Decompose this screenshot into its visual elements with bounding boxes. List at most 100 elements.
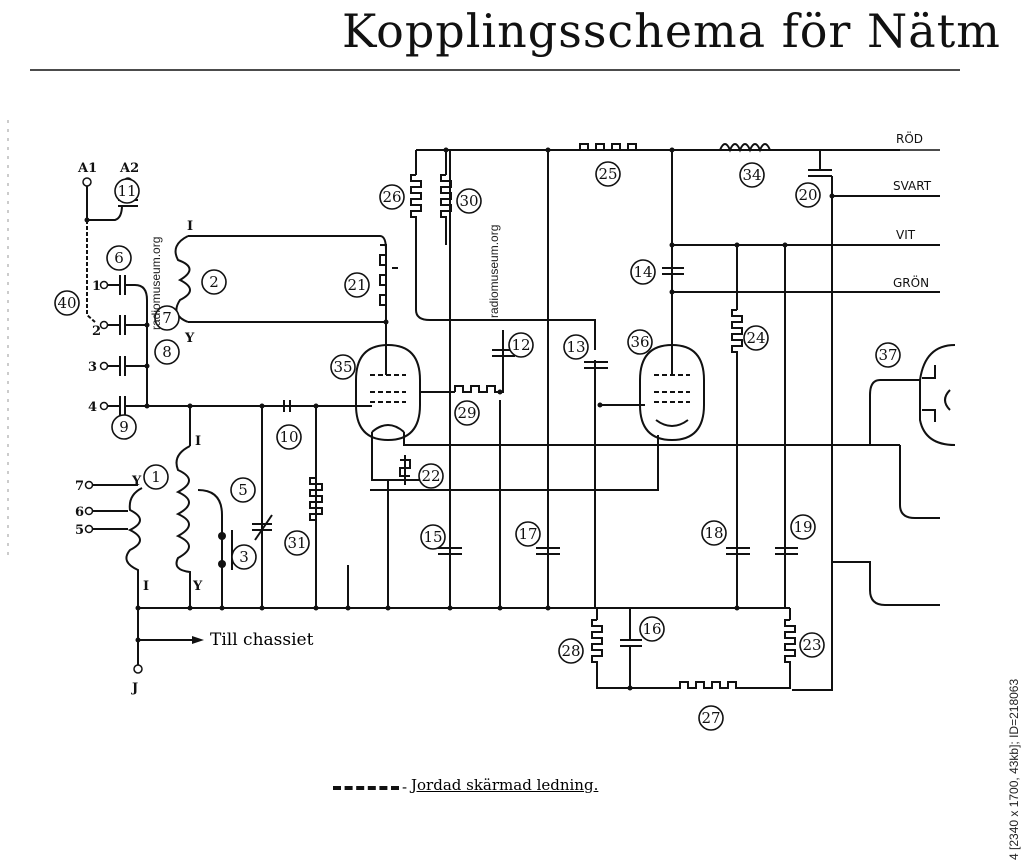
side-caption: 4 [2340 x 1700, 43kb]; ID=218063 xyxy=(1007,678,1021,860)
wire-label-rod: RÖD xyxy=(896,130,923,146)
terminal-2-label: 2 xyxy=(92,324,101,339)
svg-text:8: 8 xyxy=(162,343,172,361)
component-labels: 1 2 3 5 6 7 8 9 10 11 12 13 14 15 16 17 … xyxy=(54,161,901,731)
ground-bus: J Till chassiet xyxy=(131,150,790,696)
terminal-j-label: J xyxy=(131,681,138,696)
terminal-4-label: 4 xyxy=(88,400,97,415)
label-26: 26 xyxy=(379,184,405,210)
label-3: 3 xyxy=(231,544,257,570)
svg-text:22: 22 xyxy=(421,467,440,485)
svg-text:31: 31 xyxy=(287,534,306,552)
svg-text:18: 18 xyxy=(704,524,723,542)
terminal-6-label: 6 xyxy=(75,505,84,520)
label-14: 14 xyxy=(630,259,656,285)
ground-label: Till chassiet xyxy=(210,630,314,650)
label-19: 19 xyxy=(790,514,816,540)
svg-text:20: 20 xyxy=(798,186,817,204)
wire-labels: RÖD SVART VIT GRÖN xyxy=(860,130,940,293)
label-10: 10 xyxy=(276,424,302,450)
svg-text:26: 26 xyxy=(382,188,401,206)
svg-text:19: 19 xyxy=(793,518,812,536)
svg-text:13: 13 xyxy=(566,338,585,356)
legend-text: Jordad skärmad ledning. xyxy=(411,776,599,794)
coil-1b-mark-i: I xyxy=(143,579,149,594)
svg-text:2: 2 xyxy=(209,273,219,291)
wire-label-gron: GRÖN xyxy=(893,274,929,290)
svg-text:29: 29 xyxy=(457,404,476,422)
svg-text:9: 9 xyxy=(119,418,129,436)
watermark-mid: radiomuseum.org xyxy=(487,225,501,318)
svg-text:37: 37 xyxy=(878,346,897,364)
label-11: 11 xyxy=(114,178,140,204)
antenna-section: A1 A2 1 2 3 4 xyxy=(77,161,330,416)
label-7: 7 xyxy=(154,305,180,331)
svg-text:34: 34 xyxy=(742,166,761,184)
svg-text:28: 28 xyxy=(561,642,580,660)
label-8: 8 xyxy=(154,339,180,365)
svg-text:14: 14 xyxy=(633,263,652,281)
coil-2-mark-y: Y xyxy=(184,331,195,346)
label-24: 24 xyxy=(743,325,769,351)
svg-text:27: 27 xyxy=(701,709,720,727)
label-20: 20 xyxy=(795,182,821,208)
svg-text:7: 7 xyxy=(162,309,172,327)
svg-text:3: 3 xyxy=(239,548,249,566)
label-13: 13 xyxy=(563,334,589,360)
terminal-5-label: 5 xyxy=(75,523,84,538)
coil-1b-mark-y: Y xyxy=(131,474,142,489)
schematic-title: Kopplingsschema för Nätm xyxy=(342,4,1001,58)
terminal-3-label: 3 xyxy=(88,360,97,375)
svg-text:23: 23 xyxy=(802,636,821,654)
junction-dots xyxy=(135,147,835,691)
svg-text:15: 15 xyxy=(423,528,442,546)
label-25: 25 xyxy=(595,161,621,187)
label-29: 29 xyxy=(454,400,480,426)
terminal-7-label: 7 xyxy=(75,479,84,494)
label-12: 12 xyxy=(508,332,534,358)
tube-36 xyxy=(370,143,940,691)
label-36: 36 xyxy=(627,329,653,355)
label-18: 18 xyxy=(701,520,727,546)
terminal-a1-label: A1 xyxy=(77,161,97,176)
label-40: 40 xyxy=(54,290,80,316)
label-35: 35 xyxy=(330,354,356,380)
svg-text:12: 12 xyxy=(511,336,530,354)
coil-1: 7 6 5 I Y I Y xyxy=(75,434,233,608)
label-37: 37 xyxy=(875,342,901,368)
svg-text:16: 16 xyxy=(642,620,661,638)
label-34: 34 xyxy=(739,162,765,188)
svg-text:35: 35 xyxy=(333,358,352,376)
svg-text:40: 40 xyxy=(57,294,76,312)
svg-text:36: 36 xyxy=(630,333,649,351)
tube-35 xyxy=(330,149,900,555)
label-28: 28 xyxy=(558,638,584,664)
label-5: 5 xyxy=(230,477,256,503)
label-9: 9 xyxy=(111,414,137,440)
label-2: 2 xyxy=(201,269,227,295)
label-6: 6 xyxy=(106,245,132,271)
svg-text:17: 17 xyxy=(518,525,537,543)
svg-text:5: 5 xyxy=(238,481,248,499)
label-22: 22 xyxy=(418,463,444,489)
svg-text:25: 25 xyxy=(598,165,617,183)
terminal-a2-label: A2 xyxy=(119,161,139,176)
coil-1-mark-i: I xyxy=(195,434,201,449)
svg-text:1: 1 xyxy=(151,468,161,486)
label-15: 15 xyxy=(420,524,446,550)
legend-shielded-line-sample xyxy=(333,786,399,790)
watermark-left: radiomuseum.org xyxy=(149,237,163,330)
svg-text:11: 11 xyxy=(117,182,136,200)
terminal-1-label: 1 xyxy=(92,279,101,294)
label-1: 1 xyxy=(143,464,169,490)
legend-separator: - xyxy=(402,778,408,796)
label-21: 21 xyxy=(344,272,370,298)
terminal-a1 xyxy=(82,177,92,187)
coil-2-mark-i: I xyxy=(187,219,193,234)
wire-label-vit: VIT xyxy=(896,228,916,242)
tube-37 xyxy=(869,344,956,519)
svg-text:21: 21 xyxy=(347,276,366,294)
label-23: 23 xyxy=(799,632,825,658)
svg-text:10: 10 xyxy=(279,428,298,446)
svg-text:24: 24 xyxy=(746,329,765,347)
